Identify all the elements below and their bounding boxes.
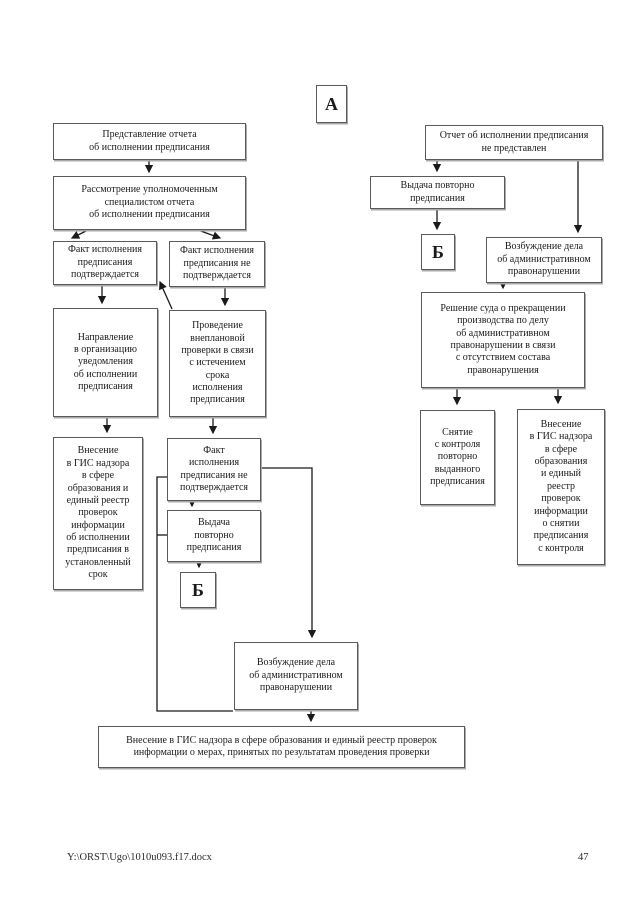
flow-node-reissue-left: Выдача повторно предписания bbox=[167, 510, 261, 562]
flow-node-gis-entry-left: Внесение в ГИС надзора в сфере образован… bbox=[53, 437, 143, 590]
flow-node-court-decision: Решение суда о прекращении производства … bbox=[421, 292, 585, 388]
flow-node-inspection: Проведение внеплановой проверки в связи … bbox=[169, 310, 266, 417]
connector-left-rail bbox=[156, 476, 233, 712]
flow-node-fact-confirmed: Факт исполнения предписания подтверждает… bbox=[53, 241, 157, 285]
connector-inspection-to-fact-confirmed bbox=[159, 280, 173, 310]
flow-node-case-right: Возбуждение дела об административном пра… bbox=[486, 237, 602, 283]
connector-review-to-fact-confirmed bbox=[70, 229, 89, 239]
flow-node-reissue-right: Выдача повторно предписания bbox=[370, 176, 505, 209]
flow-node-review: Рассмотрение уполномоченным специалистом… bbox=[53, 176, 246, 230]
flow-node-gis-bottom: Внесение в ГИС надзора в сфере образован… bbox=[98, 726, 465, 768]
footer-page-number: 47 bbox=[578, 852, 589, 863]
connector-review-to-fact-not-confirmed bbox=[197, 229, 222, 240]
flow-node-notification: Направление в организацию уведомления об… bbox=[53, 308, 158, 417]
flow-node-report-submitted: Представление отчета об исполнении предп… bbox=[53, 123, 246, 160]
flow-node-connector-a: А bbox=[316, 85, 347, 123]
flow-node-case-left: Возбуждение дела об административном пра… bbox=[234, 642, 358, 710]
flow-node-fact-not-confirmed: Факт исполнения предписания не подтвержд… bbox=[169, 241, 265, 287]
footer-file-path: Y:\ORST\Ugo\1010u093.f17.docx bbox=[67, 852, 212, 863]
flow-node-connector-b-left: Б bbox=[180, 572, 216, 608]
flow-node-report-not-submitted: Отчет об исполнении предписания не предс… bbox=[425, 125, 603, 160]
flow-node-gis-entry-right: Внесение в ГИС надзора в сфере образован… bbox=[517, 409, 605, 565]
flow-node-connector-b-right: Б bbox=[421, 234, 455, 270]
flow-node-removal-from-control: Снятие с контроля повторно выданного пре… bbox=[420, 410, 495, 505]
connector-fact2-to-case-left bbox=[262, 467, 317, 639]
flow-node-fact-not-confirmed-2: Факт исполнения предписания не подтвержд… bbox=[167, 438, 261, 501]
